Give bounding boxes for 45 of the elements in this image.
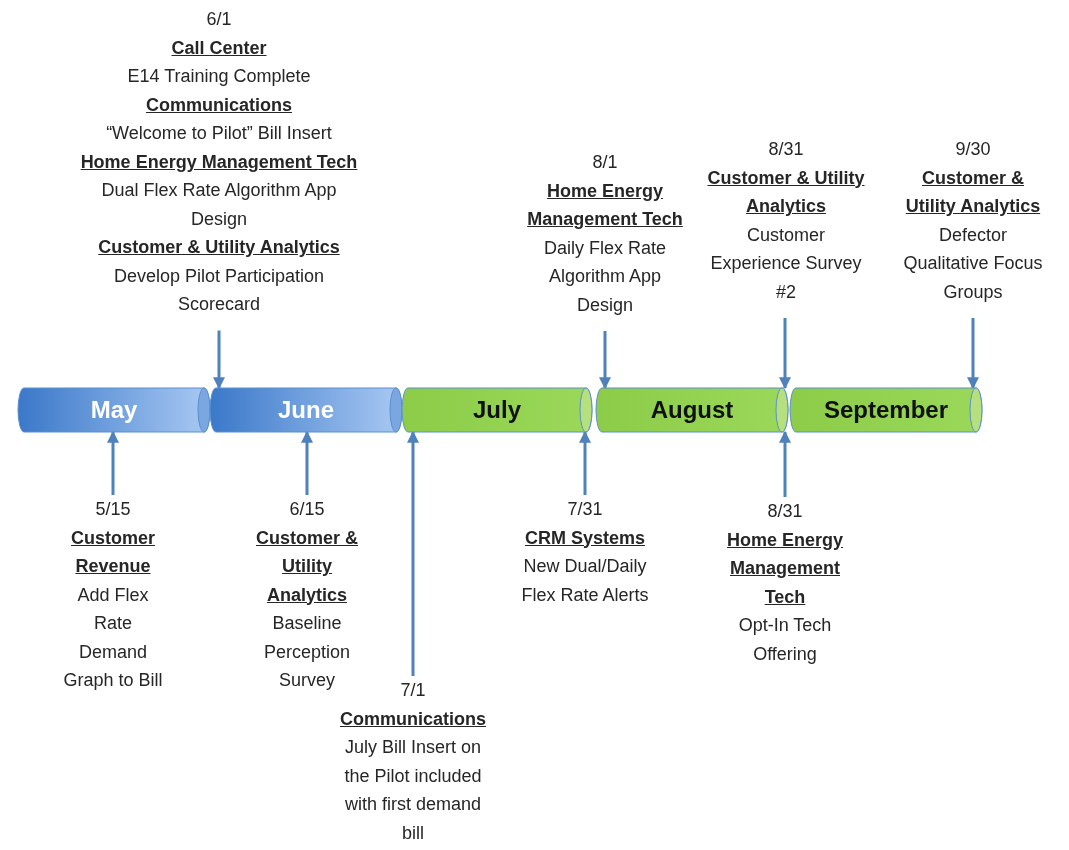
event-description: New Dual/Daily Flex Rate Alerts	[520, 555, 650, 607]
event-description: Add Flex Rate Demand Graph to Bill	[62, 583, 164, 692]
department-heading: Communications	[340, 707, 486, 731]
event-description: E14 Training Complete	[127, 65, 311, 88]
department-heading: Customer Revenue	[70, 526, 156, 578]
event-date: 6/1	[206, 8, 232, 31]
department-heading: Communications	[146, 93, 292, 117]
event-description: Defector Qualitative Focus Groups	[902, 223, 1044, 304]
event-date: 7/1	[400, 679, 426, 702]
department-heading: Customer & Utility Analytics	[98, 236, 340, 259]
arrow	[579, 430, 591, 495]
event-description: “Welcome to Pilot” Bill Insert	[106, 122, 332, 145]
month-label: June	[278, 396, 334, 424]
event-date: 5/15	[95, 498, 131, 521]
department-heading: Call Center	[171, 36, 267, 60]
department-heading: Customer & Utility Analytics	[255, 526, 359, 607]
month-label: July	[473, 396, 521, 424]
arrow	[779, 430, 791, 497]
month-label: September	[823, 396, 948, 424]
arrow	[599, 331, 611, 390]
arrow	[779, 318, 791, 390]
event-description: Dual Flex Rate Algorithm App Design	[100, 179, 338, 231]
event-description: Opt-In Tech Offering	[737, 614, 833, 666]
event-date: 8/31	[767, 500, 803, 523]
event-date: 7/31	[567, 498, 603, 521]
department-heading: CRM Systems	[524, 526, 645, 550]
event-description: Develop Pilot Participation Scorecard	[112, 264, 326, 316]
event-date: 8/31	[768, 138, 804, 161]
department-heading: Customer & Utility Analytics	[904, 166, 1042, 218]
department-heading: Customer & Utility Analytics	[706, 166, 866, 218]
event-date: 8/1	[592, 151, 618, 174]
event-description: Baseline Perception Survey	[262, 612, 352, 692]
month-label: May	[90, 396, 138, 424]
arrow	[407, 430, 419, 676]
event-description: Customer Experience Survey #2	[709, 223, 863, 304]
event-date: 9/30	[955, 138, 991, 161]
department-heading: Home Energy Management Tech	[80, 150, 358, 174]
event-date: 6/15	[289, 498, 325, 521]
arrow	[213, 330, 225, 390]
month-label: August	[650, 396, 734, 424]
event-description: Daily Flex Rate Algorithm App Design	[542, 236, 667, 317]
event-description: July Bill Insert on the Pilot included with first demand bill	[343, 736, 483, 845]
arrow	[967, 318, 979, 390]
department-heading: Home Energy Management Tech	[725, 528, 844, 609]
department-heading: Home Energy Management Tech	[526, 179, 684, 231]
